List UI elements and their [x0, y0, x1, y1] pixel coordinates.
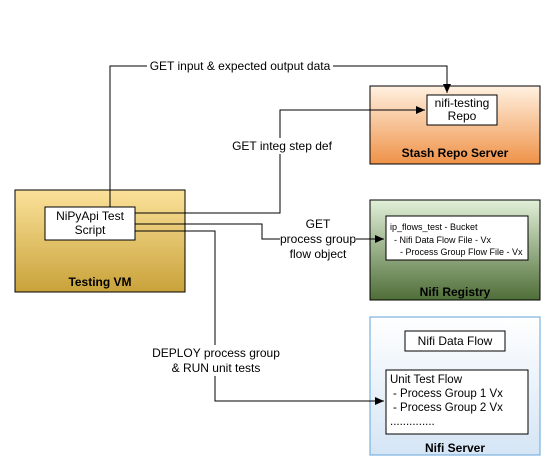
edge-get-input-label: GET input & expected output data [150, 59, 331, 73]
edge-get-pg-label-1: GET [306, 217, 331, 231]
edge-get-pg-label-2: process group [280, 232, 356, 246]
testing-vm-node: Testing VM [15, 190, 185, 292]
unit-test-flow-item: .............. [390, 416, 435, 428]
repo-label-2: Repo [448, 109, 477, 123]
edge-get-pg-label-3: flow object [290, 247, 347, 261]
unit-test-flow-node: Unit Test Flow - Process Group 1 Vx - Pr… [386, 370, 528, 434]
bucket-line-3: - Process Group Flow File - Vx [400, 247, 523, 257]
unit-test-flow-item: - Process Group 1 Vx [393, 388, 503, 400]
test-script-node: NiPyApi Test Script [45, 207, 135, 240]
test-script-label-2: Script [75, 223, 106, 237]
bucket-line-2: - Nifi Data Flow File - Vx [394, 235, 492, 245]
data-flow-label: Nifi Data Flow [418, 334, 493, 348]
testing-vm-title: Testing VM [68, 275, 131, 289]
repo-label-1: nifi-testing [435, 96, 490, 110]
repo-node: nifi-testing Repo [427, 95, 497, 125]
data-flow-node: Nifi Data Flow [405, 331, 505, 351]
edge-deploy-label-1: DEPLOY process group [152, 346, 280, 360]
unit-test-flow-title: Unit Test Flow [390, 374, 463, 386]
bucket-line-1: ip_flows_test - Bucket [390, 222, 478, 232]
nifi-server-title: Nifi Server [425, 441, 485, 455]
edge-get-integ-label: GET integ step def [232, 139, 333, 153]
unit-test-flow-item: - Process Group 2 Vx [393, 402, 503, 414]
nifi-registry-title: Nifi Registry [420, 285, 491, 299]
stash-server-title: Stash Repo Server [402, 146, 509, 160]
test-script-label-1: NiPyApi Test [56, 209, 124, 223]
edge-deploy-label-2: & RUN unit tests [172, 361, 261, 375]
bucket-node: ip_flows_test - Bucket - Nifi Data Flow … [386, 216, 528, 260]
